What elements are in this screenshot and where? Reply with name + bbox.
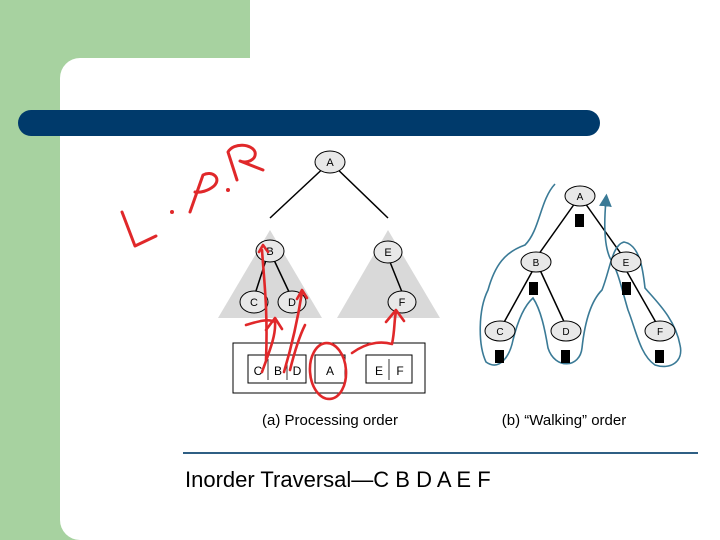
visit-marker	[655, 350, 664, 363]
order-cell: F	[396, 364, 403, 378]
annotation-arrowhead	[264, 316, 284, 332]
node-label: F	[657, 327, 663, 338]
annotation-arrow-ef	[350, 310, 398, 355]
order-cell: B	[274, 364, 282, 378]
annotation-circle-a	[308, 341, 348, 401]
hand-dot	[170, 210, 174, 214]
edge-b-d	[273, 259, 291, 295]
order-cell: E	[375, 364, 383, 378]
title-bar	[18, 110, 600, 136]
panel-walking-order: A B E C D F (b) “Walking” order	[479, 183, 682, 429]
order-cell: C	[254, 364, 263, 378]
visit-marker	[529, 282, 538, 295]
node-e: E	[373, 240, 403, 264]
node-label: B	[266, 246, 273, 258]
order-group-left	[247, 354, 307, 384]
node-f: F	[387, 290, 417, 314]
node-label: D	[288, 297, 296, 309]
walking-path	[479, 183, 682, 368]
node-c: C	[239, 290, 269, 314]
footer-text: Inorder Traversal—C B D A E F	[185, 467, 491, 492]
edge-a-e	[329, 161, 389, 219]
order-group-root	[314, 354, 346, 384]
hand-letter-p	[188, 171, 219, 214]
visit-marker	[622, 282, 631, 295]
annotation-arrowhead	[295, 288, 309, 301]
annotation-arrow-b	[260, 248, 268, 362]
edge-e-f	[389, 261, 403, 293]
annotation-stroke	[288, 323, 307, 372]
annotation-arrow-d	[282, 290, 304, 374]
order-cell: D	[293, 364, 302, 378]
hand-letter-r	[226, 143, 265, 182]
handwritten-lpr	[120, 143, 265, 248]
annotation-arrowhead	[384, 308, 406, 324]
visit-marker	[575, 214, 584, 227]
node-c: C	[484, 320, 516, 342]
order-cell: A	[326, 364, 334, 378]
visit-marker	[561, 350, 570, 363]
node-label: B	[533, 258, 540, 269]
node-d: D	[550, 320, 582, 342]
visit-marker	[495, 350, 504, 363]
panel-processing-order: A B E C D F C B D A	[218, 150, 440, 429]
panel-a-caption: (a) Processing order	[262, 412, 398, 429]
node-e: E	[610, 251, 642, 273]
node-label: E	[384, 247, 391, 259]
node-a: A	[564, 185, 596, 207]
edge-a-b	[269, 161, 331, 219]
annotation-arrow-c	[244, 319, 277, 374]
node-b: B	[520, 251, 552, 273]
node-label: F	[399, 297, 406, 309]
node-a: A	[314, 150, 346, 174]
panel-b-caption: (b) “Walking” order	[502, 412, 626, 429]
node-label: C	[496, 327, 503, 338]
node-label: E	[623, 258, 630, 269]
annotation-arrowhead	[257, 243, 270, 254]
hand-dot	[226, 188, 230, 192]
node-label: A	[326, 157, 334, 169]
hand-letter-l	[120, 210, 158, 248]
red-annotations	[244, 243, 406, 401]
node-label: C	[250, 297, 258, 309]
node-f: F	[644, 320, 676, 342]
node-label: A	[577, 192, 584, 203]
node-label: D	[562, 327, 569, 338]
